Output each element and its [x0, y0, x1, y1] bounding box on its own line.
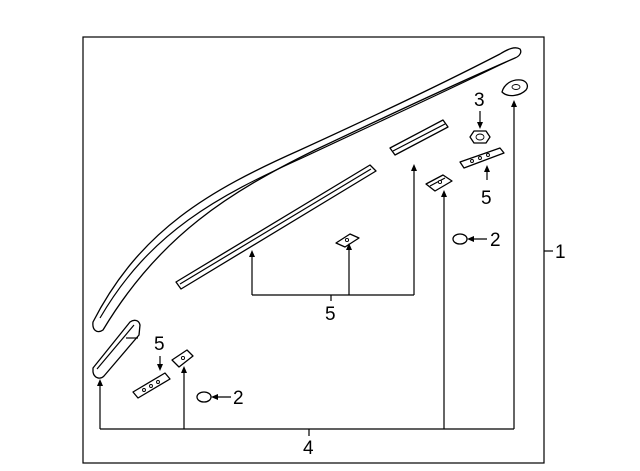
- left-bracket: [171, 349, 194, 368]
- rear-end-cap: [501, 79, 528, 97]
- callout-5-center-label: 5: [325, 304, 336, 325]
- plug-left: [196, 391, 212, 403]
- right-bracket: [425, 174, 453, 192]
- callout-5-right-label: 5: [481, 188, 492, 209]
- callout-4-label: 4: [303, 438, 314, 459]
- nut-part: [469, 130, 491, 144]
- center-bracket: [335, 233, 360, 248]
- leader-lines: [97, 100, 553, 436]
- short-molding-strip: [389, 119, 449, 156]
- plug-right: [452, 233, 468, 245]
- left-clip-strip: [132, 372, 171, 399]
- right-clip-strip: [459, 147, 505, 169]
- callout-3-label: 3: [474, 90, 485, 111]
- callout-2-left-label: 2: [233, 388, 244, 409]
- callout-1-label: 1: [555, 242, 566, 263]
- long-molding-strip: [175, 164, 377, 290]
- diagram-frame: [82, 36, 545, 464]
- front-end-cap: [92, 319, 141, 379]
- callout-5-left-label: 5: [154, 334, 165, 355]
- roof-rack-rail: [92, 47, 522, 333]
- callout-2-right-label: 2: [490, 230, 501, 251]
